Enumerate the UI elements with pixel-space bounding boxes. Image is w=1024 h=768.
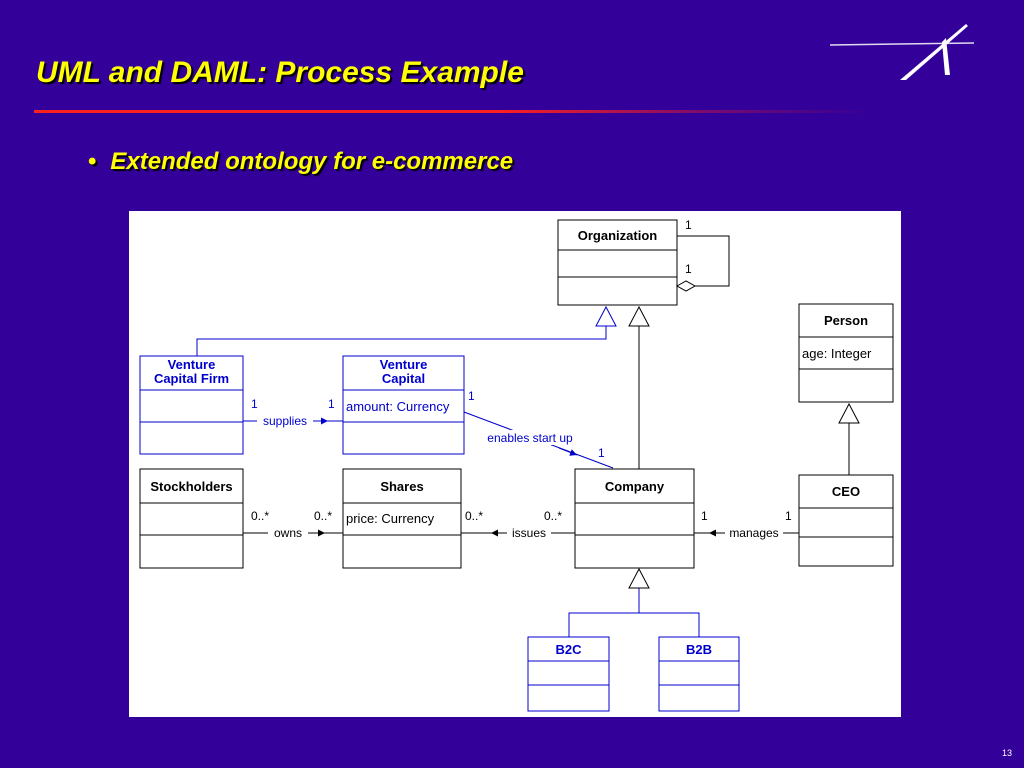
- uml-class-diagram: Organization Person age: Integer Venture…: [129, 211, 901, 717]
- class-venture-capital-firm: Venture Capital Firm: [139, 355, 244, 455]
- class-b2c-name: B2C: [555, 642, 582, 657]
- issues-mult-target: 0..*: [544, 509, 562, 523]
- bullet-item: • Extended ontology for e-commerce: [88, 148, 513, 176]
- class-ceo-name: CEO: [832, 484, 860, 499]
- class-venture-capital-name-line1: Venture: [380, 357, 428, 372]
- class-organization: Organization: [557, 219, 678, 306]
- class-b2c: B2C: [527, 636, 610, 712]
- class-company-name: Company: [605, 479, 665, 494]
- bullet-dot: •: [88, 148, 97, 175]
- owns-label: owns: [274, 526, 302, 540]
- association-owns: 0..* 0..* owns: [243, 509, 343, 540]
- association-enables-start-up: 1 1 enables start up: [463, 389, 614, 469]
- class-shares: Shares price: Currency: [342, 468, 462, 569]
- slide-title: UML and DAML: Process Example: [36, 56, 524, 89]
- class-company: Company: [574, 468, 695, 569]
- manages-label: manages: [729, 526, 778, 540]
- owns-mult-source: 0..*: [251, 509, 269, 523]
- manages-mult-source: 1: [701, 509, 708, 523]
- class-b2b: B2B: [658, 636, 740, 712]
- association-manages: 1 1 manages: [694, 509, 799, 540]
- issues-label: issues: [512, 526, 546, 540]
- association-issues: 0..* 0..* issues: [461, 509, 575, 540]
- class-vc-firm-name-line2: Capital Firm: [154, 371, 229, 386]
- bullet-text: Extended ontology for e-commerce: [110, 148, 514, 175]
- generalization-b2x-company: [568, 567, 700, 637]
- supplies-mult-source: 1: [251, 397, 258, 411]
- class-stockholders: Stockholders: [139, 468, 244, 569]
- class-person: Person age: Integer: [798, 303, 894, 403]
- manages-mult-target: 1: [785, 509, 792, 523]
- org-self-mult-top: 1: [685, 218, 692, 232]
- class-person-name: Person: [824, 313, 868, 328]
- generalization-ceo-person: [838, 402, 860, 475]
- generalization-vcfirm-organization: [196, 305, 617, 356]
- association-org-self: 1 1: [675, 218, 730, 292]
- class-b2b-name: B2B: [686, 642, 712, 657]
- generalization-company-organization: [628, 305, 650, 469]
- class-organization-name: Organization: [578, 228, 658, 243]
- class-person-attribute: age: Integer: [802, 346, 872, 361]
- enables-mult-source: 1: [468, 389, 475, 403]
- class-ceo: CEO: [798, 474, 894, 567]
- class-venture-capital-attribute: amount: Currency: [346, 399, 450, 414]
- company-logo-icon: [829, 24, 975, 80]
- supplies-label: supplies: [263, 414, 307, 428]
- supplies-mult-target: 1: [328, 397, 335, 411]
- owns-mult-target: 0..*: [314, 509, 332, 523]
- class-venture-capital: Venture Capital amount: Currency: [342, 355, 465, 455]
- page-number: 13: [1001, 748, 1012, 758]
- class-vc-firm-name-line1: Venture: [168, 357, 216, 372]
- org-self-mult-bottom: 1: [685, 262, 692, 276]
- issues-mult-source: 0..*: [465, 509, 483, 523]
- class-venture-capital-name-line2: Capital: [382, 371, 425, 386]
- association-supplies: 1 1 supplies: [243, 397, 343, 428]
- title-underline: [34, 110, 874, 113]
- class-shares-attribute: price: Currency: [346, 511, 435, 526]
- class-stockholders-name: Stockholders: [150, 479, 232, 494]
- enables-label: enables start up: [487, 431, 573, 445]
- enables-mult-target: 1: [598, 446, 605, 460]
- class-shares-name: Shares: [380, 479, 423, 494]
